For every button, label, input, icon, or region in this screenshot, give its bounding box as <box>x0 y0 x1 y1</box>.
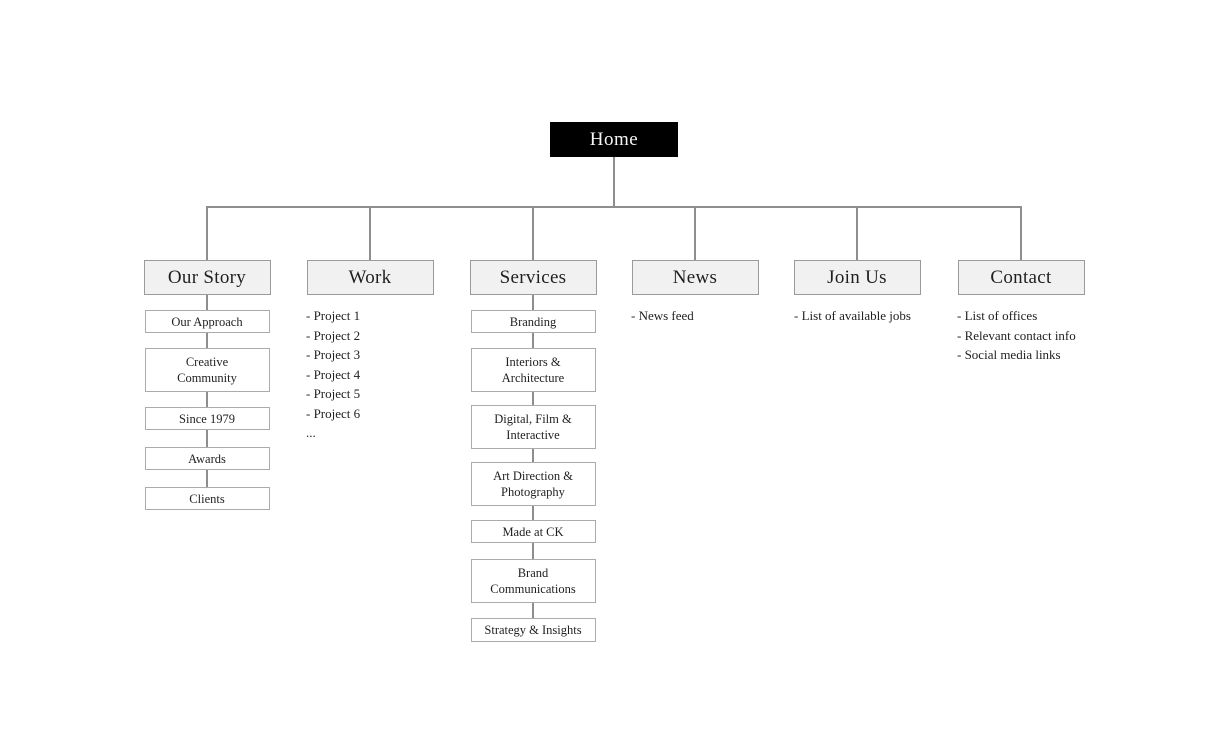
connector-drop-work <box>369 206 371 260</box>
node-label: Clients <box>189 491 225 506</box>
node-our-approach: Our Approach <box>144 310 270 333</box>
node-our-story: Our Story <box>143 260 271 295</box>
join-us-list: - List of available jobs <box>794 306 911 326</box>
list-item: - Social media links <box>957 347 1061 362</box>
work-project-list: - Project 1 - Project 2 - Project 3 - Pr… <box>306 306 360 443</box>
list-item-ellipsis: ... <box>306 425 316 440</box>
node-label: Made at CK <box>502 524 564 539</box>
node-news: News <box>631 260 759 295</box>
connector-line <box>206 430 208 447</box>
node-brand-communications: Brand Communications <box>470 559 596 603</box>
node-digital-film-interactive: Digital, Film & Interactive <box>470 405 596 449</box>
connector-line <box>532 543 534 559</box>
node-label: Photography <box>501 485 565 499</box>
list-item: - Project 6 <box>306 405 361 421</box>
node-creative-community: Creative Community <box>144 348 270 392</box>
node-made-at-ck: Made at CK <box>470 520 596 543</box>
list-item: - Relevant contact info <box>957 327 1076 343</box>
connector-drop-our-story <box>206 206 208 260</box>
node-label: Since 1979 <box>179 411 235 426</box>
list-item: - Project 3 <box>306 347 361 362</box>
list-item: - Project 5 <box>306 386 361 401</box>
node-art-direction-photography: Art Direction & Photography <box>470 462 596 506</box>
node-label: Digital, Film & <box>494 412 572 426</box>
connector-drop-join-us <box>856 206 858 260</box>
list-item: - Project 1 <box>306 308 361 323</box>
connector-drop-contact <box>1020 206 1022 260</box>
node-label: Art Direction & <box>493 469 573 483</box>
node-strategy-insights: Strategy & Insights <box>470 618 596 642</box>
node-interiors-architecture: Interiors & Architecture <box>470 348 596 392</box>
node-label: Brand <box>517 566 549 580</box>
contact-list: - List of offices - Relevant contact inf… <box>957 306 1076 365</box>
connector-home-trunk <box>613 157 615 206</box>
list-item: - List of offices <box>957 308 1038 323</box>
connector-drop-news <box>694 206 696 260</box>
connector-line <box>532 295 534 310</box>
node-label: Creative <box>185 355 229 369</box>
connector-line <box>532 333 534 348</box>
connector-line <box>532 506 534 520</box>
node-branding: Branding <box>470 310 596 333</box>
node-label: Branding <box>509 314 557 329</box>
node-label: Interiors & <box>505 355 561 369</box>
connector-line <box>206 470 208 487</box>
connector-line <box>206 295 208 310</box>
list-item: - Project 4 <box>306 366 361 382</box>
node-clients: Clients <box>144 487 270 510</box>
list-item: - List of available jobs <box>794 308 911 323</box>
list-item: - Project 2 <box>306 327 361 343</box>
node-since-1979: Since 1979 <box>144 407 270 430</box>
node-label: Strategy & Insights <box>484 623 582 637</box>
node-awards: Awards <box>144 447 270 470</box>
node-contact: Contact <box>957 260 1085 295</box>
node-label: Community <box>177 371 237 385</box>
node-label: Interactive <box>506 428 560 442</box>
node-join-us: Join Us <box>793 260 921 295</box>
news-list: - News feed <box>631 306 694 326</box>
node-label: Communications <box>490 582 576 596</box>
connector-main-horizontal <box>206 206 1022 208</box>
node-home: Home <box>550 122 678 157</box>
connector-line <box>206 392 208 407</box>
connector-drop-services <box>532 206 534 260</box>
connector-line <box>532 603 534 618</box>
node-label: Awards <box>188 451 226 466</box>
node-services: Services <box>469 260 597 295</box>
node-label: Architecture <box>501 371 565 385</box>
node-label: Our Approach <box>171 314 243 329</box>
connector-line <box>206 333 208 348</box>
node-work: Work <box>306 260 434 295</box>
connector-line <box>532 392 534 405</box>
connector-line <box>532 449 534 462</box>
list-item: - News feed <box>631 308 694 323</box>
